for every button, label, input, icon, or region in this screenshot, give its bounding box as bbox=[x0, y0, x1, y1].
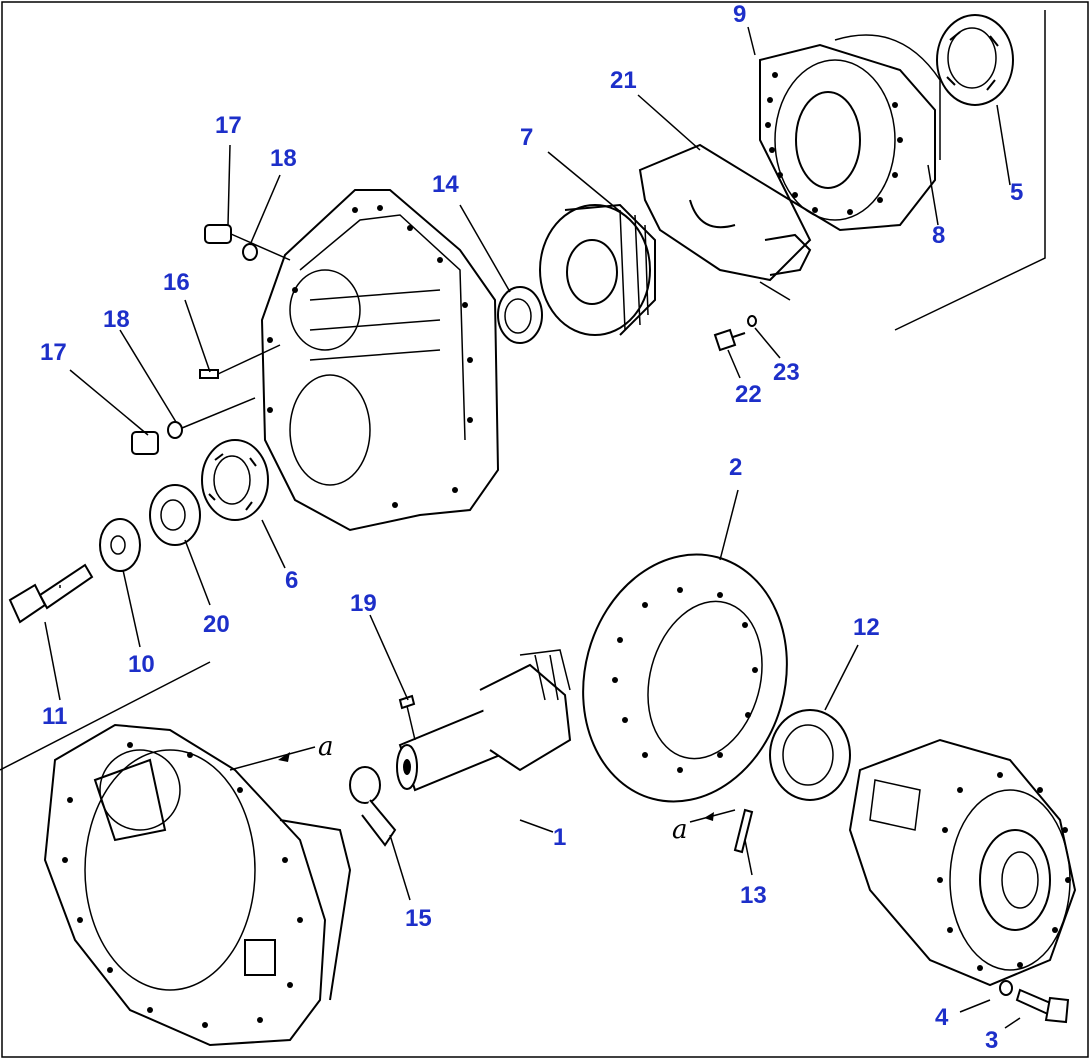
part-differential-case bbox=[848, 738, 1077, 987]
callout-10: 10 bbox=[128, 651, 155, 678]
callout-16: 16 bbox=[163, 269, 190, 296]
leader-lines bbox=[44, 26, 1021, 1029]
callout-19: 19 bbox=[350, 590, 377, 617]
reference-arrows bbox=[229, 746, 736, 823]
part-collar-15 bbox=[349, 766, 397, 847]
callout-8: 8 bbox=[932, 222, 945, 249]
part-plug-17-upper bbox=[204, 224, 291, 261]
part-bolt-3 bbox=[1015, 988, 1070, 1024]
part-washer-10 bbox=[99, 518, 141, 572]
part-shim-19 bbox=[398, 694, 416, 741]
callout-7: 7 bbox=[520, 124, 533, 151]
callout-labels: 1 2 3 4 5 6 7 8 9 10 11 12 13 14 15 16 1… bbox=[40, 1, 1023, 1054]
part-washer-4 bbox=[999, 980, 1013, 996]
callout-13: 13 bbox=[740, 882, 767, 909]
reference-mark-a-lower: a bbox=[672, 815, 688, 845]
section-line-upper bbox=[894, 10, 1046, 331]
callout-11: 11 bbox=[42, 703, 67, 730]
callout-2: 2 bbox=[729, 454, 742, 481]
part-bolt-11 bbox=[8, 563, 94, 624]
part-case-housing bbox=[260, 189, 500, 532]
callout-14: 14 bbox=[432, 171, 459, 198]
callout-21: 21 bbox=[610, 67, 637, 94]
part-bearing-5 bbox=[936, 14, 1014, 106]
callout-22: 22 bbox=[735, 381, 762, 408]
part-plug-17-lower bbox=[131, 431, 159, 455]
callout-5: 5 bbox=[1010, 179, 1023, 206]
callout-6: 6 bbox=[285, 567, 298, 594]
callout-15: 15 bbox=[405, 905, 432, 932]
part-bolt-22 bbox=[713, 328, 746, 352]
callout-1: 1 bbox=[553, 824, 566, 851]
part-bearing-14 bbox=[497, 286, 543, 344]
callout-18-upper: 18 bbox=[270, 145, 297, 172]
callout-17-lower: 17 bbox=[40, 339, 67, 366]
part-seal-20 bbox=[149, 484, 201, 546]
reference-mark-a-upper: a bbox=[318, 732, 334, 762]
part-cover-21 bbox=[638, 143, 812, 301]
part-pinion-shaft-1 bbox=[396, 649, 572, 792]
part-washer-18-lower bbox=[167, 397, 256, 439]
part-ring-gear-2 bbox=[582, 553, 788, 803]
callout-17-upper: 17 bbox=[215, 112, 242, 139]
callout-23: 23 bbox=[773, 359, 800, 386]
part-bearing-12 bbox=[769, 709, 851, 801]
callout-12: 12 bbox=[853, 614, 880, 641]
part-bearing-6 bbox=[201, 439, 269, 521]
callout-3: 3 bbox=[985, 1027, 998, 1054]
callout-18-lower: 18 bbox=[103, 306, 130, 333]
callout-20: 20 bbox=[203, 611, 230, 638]
part-washer-23 bbox=[747, 315, 757, 327]
section-line-lower bbox=[0, 661, 211, 771]
part-bearing-7 bbox=[539, 203, 656, 336]
part-washer-18-upper bbox=[242, 243, 258, 261]
callout-9: 9 bbox=[733, 1, 746, 28]
part-axle-housing bbox=[43, 723, 352, 1047]
part-carrier-9 bbox=[759, 34, 941, 232]
callout-4: 4 bbox=[935, 1004, 949, 1031]
part-pin-13 bbox=[733, 808, 754, 854]
